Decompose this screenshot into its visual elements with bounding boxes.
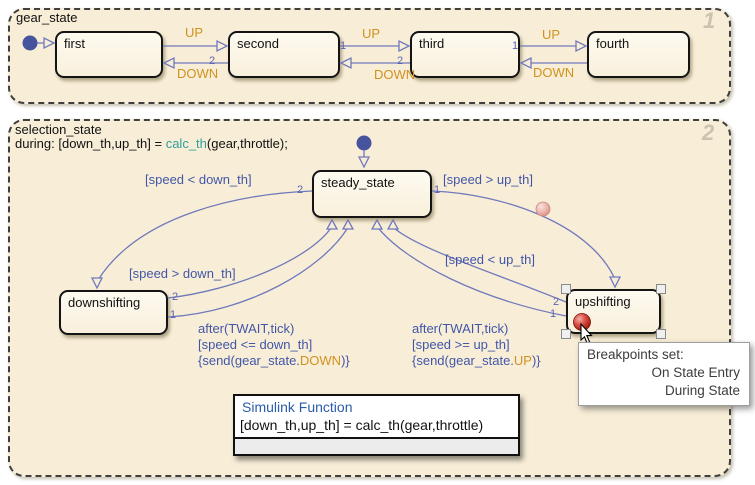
state-fourth-label: fourth: [596, 36, 630, 51]
during-suffix: (gear,throttle);: [206, 136, 288, 151]
tooltip-title: Breakpoints set:: [587, 347, 684, 362]
order-num-up-2: 1: [340, 40, 347, 52]
order-num-up-3: 1: [512, 40, 519, 52]
down-action-line1: after(TWAIT,tick): [198, 321, 295, 336]
state-steady-state[interactable]: steady_state: [312, 170, 432, 218]
down-action-line2: [speed <= down_th]: [198, 337, 313, 352]
during-function-link[interactable]: calc_th: [165, 136, 207, 151]
state-upshifting-label: upshifting: [575, 294, 631, 309]
simulink-function-title: Simulink Function: [242, 399, 353, 415]
up-action-line3: {send(gear_state.UP)}: [412, 353, 541, 368]
up-action-line2: [speed >= up_th]: [412, 337, 510, 352]
region-selection-state-number: 2: [702, 120, 715, 145]
label-down-3[interactable]: DOWN: [533, 65, 575, 80]
region-gear-state-title: gear_state: [16, 10, 78, 25]
state-first-label: first: [64, 36, 85, 51]
state-fourth[interactable]: fourth: [587, 31, 690, 78]
guard-down-to-steady[interactable]: [speed > down_th]: [129, 266, 236, 281]
simulink-function-strip: [235, 437, 518, 454]
down-event-name: DOWN: [299, 353, 342, 368]
state-second[interactable]: second: [228, 31, 340, 78]
label-up-3[interactable]: UP: [542, 27, 561, 42]
order-num-steady-left: 2: [297, 184, 304, 196]
up-transition-action[interactable]: after(TWAIT,tick) [speed >= up_th] {send…: [412, 321, 541, 369]
state-first[interactable]: first: [55, 31, 163, 78]
down-transition-action[interactable]: after(TWAIT,tick) [speed <= down_th] {se…: [198, 321, 350, 369]
guard-steady-to-up[interactable]: [speed > up_th]: [443, 172, 533, 187]
tooltip-line-during: During State: [664, 383, 740, 398]
state-upshifting[interactable]: upshifting: [566, 289, 661, 334]
during-action-line[interactable]: during: [down_th,up_th] = calc_th(gear,t…: [15, 136, 288, 151]
order-num-up-upper: 2: [553, 296, 560, 308]
order-num-up-lower: 1: [550, 308, 557, 320]
down-action-line3: {send(gear_state.DOWN)}: [198, 353, 350, 368]
breakpoints-tooltip: Breakpoints set: On State Entry During S…: [578, 342, 750, 406]
up-event-name: UP: [513, 353, 532, 368]
order-num-down-1: 2: [209, 55, 216, 67]
state-downshifting-label: downshifting: [68, 295, 141, 310]
label-up-2[interactable]: UP: [362, 26, 381, 41]
guard-up-to-steady[interactable]: [speed < up_th]: [445, 252, 535, 267]
tooltip-line-entry: On State Entry: [651, 365, 740, 380]
state-second-label: second: [237, 36, 279, 51]
label-down-1[interactable]: DOWN: [177, 66, 219, 81]
up-action-line1: after(TWAIT,tick): [412, 321, 509, 336]
region-selection-state-title: selection_state: [15, 122, 102, 137]
order-num-down-2: 2: [397, 55, 404, 67]
during-prefix: during: [down_th,up_th] =: [15, 136, 166, 151]
order-num-down-upper: 2: [172, 291, 179, 303]
simulink-function-signature: [down_th,up_th] = calc_th(gear,throttle): [240, 417, 484, 433]
label-down-2[interactable]: DOWN: [374, 67, 416, 82]
guard-steady-to-down[interactable]: [speed < down_th]: [145, 172, 252, 187]
state-third[interactable]: third: [410, 31, 520, 78]
order-num-down-lower: 1: [170, 309, 177, 321]
state-downshifting[interactable]: downshifting: [59, 290, 168, 335]
order-num-steady-right: 1: [434, 184, 441, 196]
simulink-function-box[interactable]: Simulink Function [down_th,up_th] = calc…: [233, 394, 520, 456]
state-third-label: third: [419, 36, 445, 51]
state-steady-state-label: steady_state: [321, 175, 395, 190]
region-gear-state-number: 1: [703, 8, 716, 33]
label-up-1[interactable]: UP: [185, 25, 204, 40]
